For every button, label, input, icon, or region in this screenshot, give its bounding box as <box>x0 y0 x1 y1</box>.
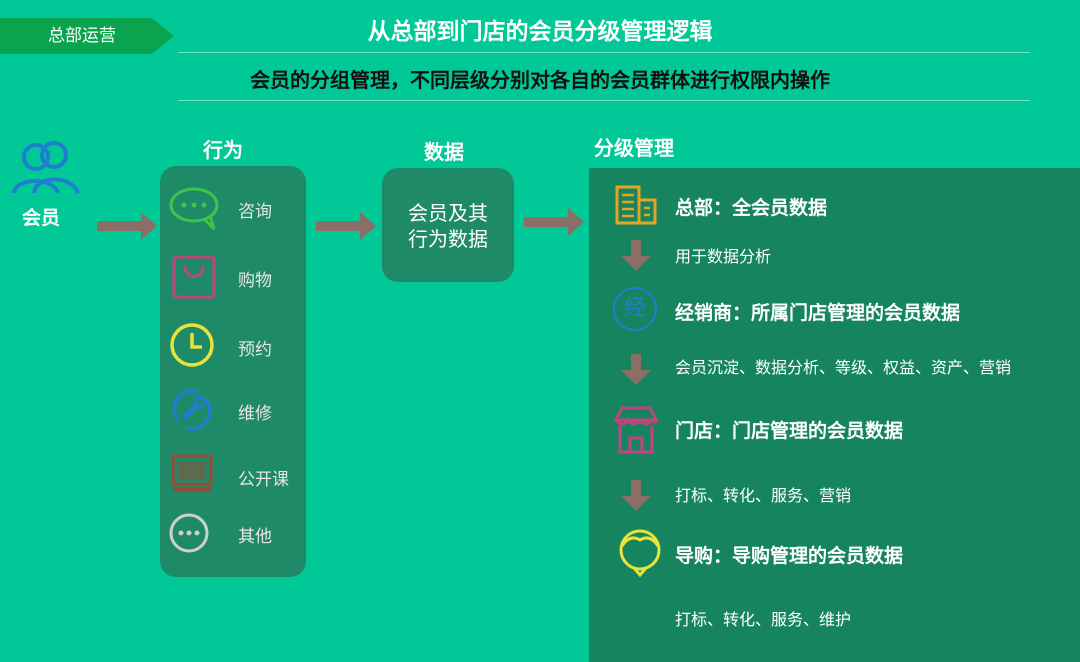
data-box-line: 行为数据 <box>408 227 488 251</box>
section-tag: 总部运营 <box>0 18 174 54</box>
level-desc-guide: 打标、转化、服务、维护 <box>675 610 852 629</box>
behavior-item-label: 咨询 <box>238 202 272 222</box>
behavior-heading: 行为 <box>203 138 243 162</box>
behavior-panel <box>160 166 306 577</box>
users-icon <box>12 141 80 194</box>
clock-icon <box>170 323 214 367</box>
wrench-icon <box>172 389 212 431</box>
data-box-text: 会员及其 行为数据 <box>382 200 514 252</box>
chat-icon <box>169 187 219 231</box>
page-title: 从总部到门店的会员分级管理逻辑 <box>367 19 713 45</box>
flow-arrow-1 <box>97 221 141 231</box>
level-arrow-1 <box>631 240 641 256</box>
page-subtitle: 会员的分组管理，不同层级分别对各自的会员群体进行权限内操作 <box>250 68 830 92</box>
level-desc-store: 打标、转化、服务、营销 <box>675 486 852 505</box>
level-title-dealer: 经销商：所属门店管理的会员数据 <box>675 302 961 324</box>
data-box-line: 会员及其 <box>408 201 488 225</box>
level-title-store: 门店：门店管理的会员数据 <box>675 420 904 442</box>
store-icon <box>613 406 659 454</box>
behavior-item-label: 其他 <box>238 527 272 547</box>
level-arrow-2-head <box>621 370 651 385</box>
behavior-item-label: 购物 <box>238 271 272 291</box>
data-box <box>382 168 514 282</box>
data-heading: 数据 <box>424 140 464 164</box>
level-title-hq: 总部：全会员数据 <box>675 197 828 219</box>
level-arrow-3 <box>631 480 641 496</box>
dealer-icon: 经 <box>613 287 657 331</box>
guide-icon <box>619 529 661 578</box>
subtitle-divider <box>178 100 1030 101</box>
flow-arrow-1-head <box>141 212 157 240</box>
member-label: 会员 <box>22 207 61 229</box>
behavior-item-label: 公开课 <box>238 470 289 490</box>
flow-arrow-3 <box>524 217 568 227</box>
level-arrow-2 <box>631 354 641 370</box>
more-icon <box>169 513 209 553</box>
flow-arrow-2-head <box>360 212 376 240</box>
level-arrow-1-head <box>621 256 651 271</box>
flow-arrow-2 <box>316 221 360 231</box>
behavior-item-label: 维修 <box>238 404 272 424</box>
level-desc-dealer: 会员沉淀、数据分析、等级、权益、资产、营销 <box>675 358 1012 377</box>
behavior-item-label: 预约 <box>238 340 272 360</box>
management-heading: 分级管理 <box>594 136 674 160</box>
level-title-guide: 导购：导购管理的会员数据 <box>675 545 904 567</box>
level-arrow-3-head <box>621 496 651 511</box>
building-icon <box>615 185 657 225</box>
flow-arrow-3-head <box>568 208 584 236</box>
level-desc-hq: 用于数据分析 <box>675 247 772 266</box>
monitor-icon <box>171 454 213 492</box>
title-divider <box>178 52 1030 53</box>
management-panel <box>589 168 1080 662</box>
shopping-bag-icon <box>172 255 216 299</box>
